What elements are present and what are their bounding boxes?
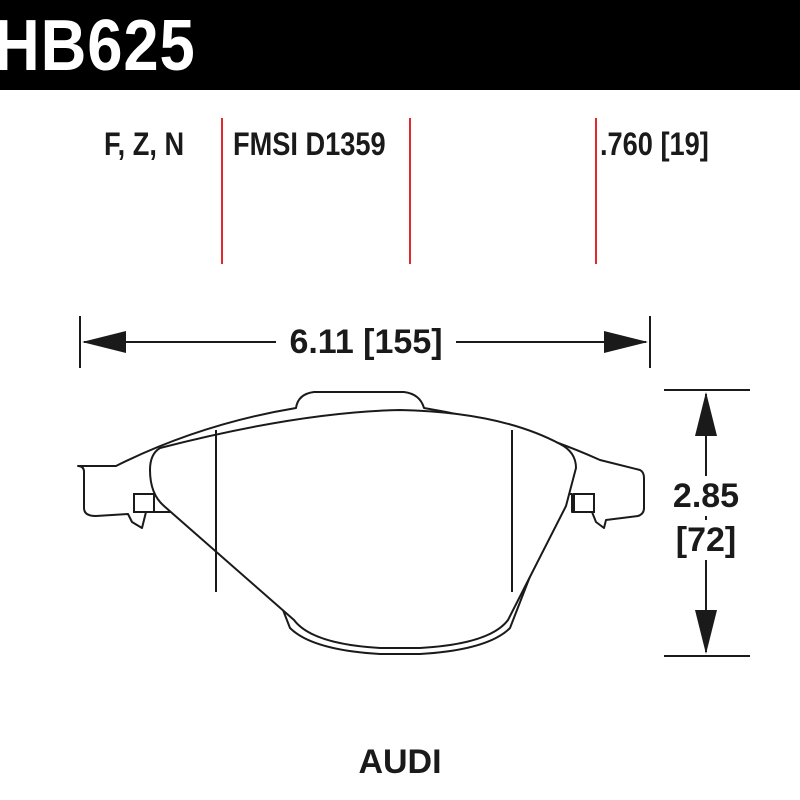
height-label-in: 2.85 [666, 476, 746, 516]
abutment-right [573, 493, 595, 513]
header-bar: HB625 [0, 0, 800, 90]
height-arrowhead-bottom [695, 610, 717, 654]
vehicle-make: AUDI [358, 743, 442, 781]
compound-codes: F, Z, N [104, 126, 185, 162]
width-arrowhead-right [604, 331, 648, 353]
height-label-mm: [72] [666, 520, 746, 560]
part-number-title: HB625 [0, 6, 196, 86]
friction-material [149, 409, 577, 649]
fmsi-number: FMSI D1359 [233, 126, 386, 162]
height-arrowhead-top [695, 392, 717, 436]
width-label: 6.11 [155] [276, 322, 456, 362]
width-arrowhead-left [82, 331, 126, 353]
thickness-label: .760 [19] [600, 126, 709, 162]
abutment-left [133, 493, 155, 513]
